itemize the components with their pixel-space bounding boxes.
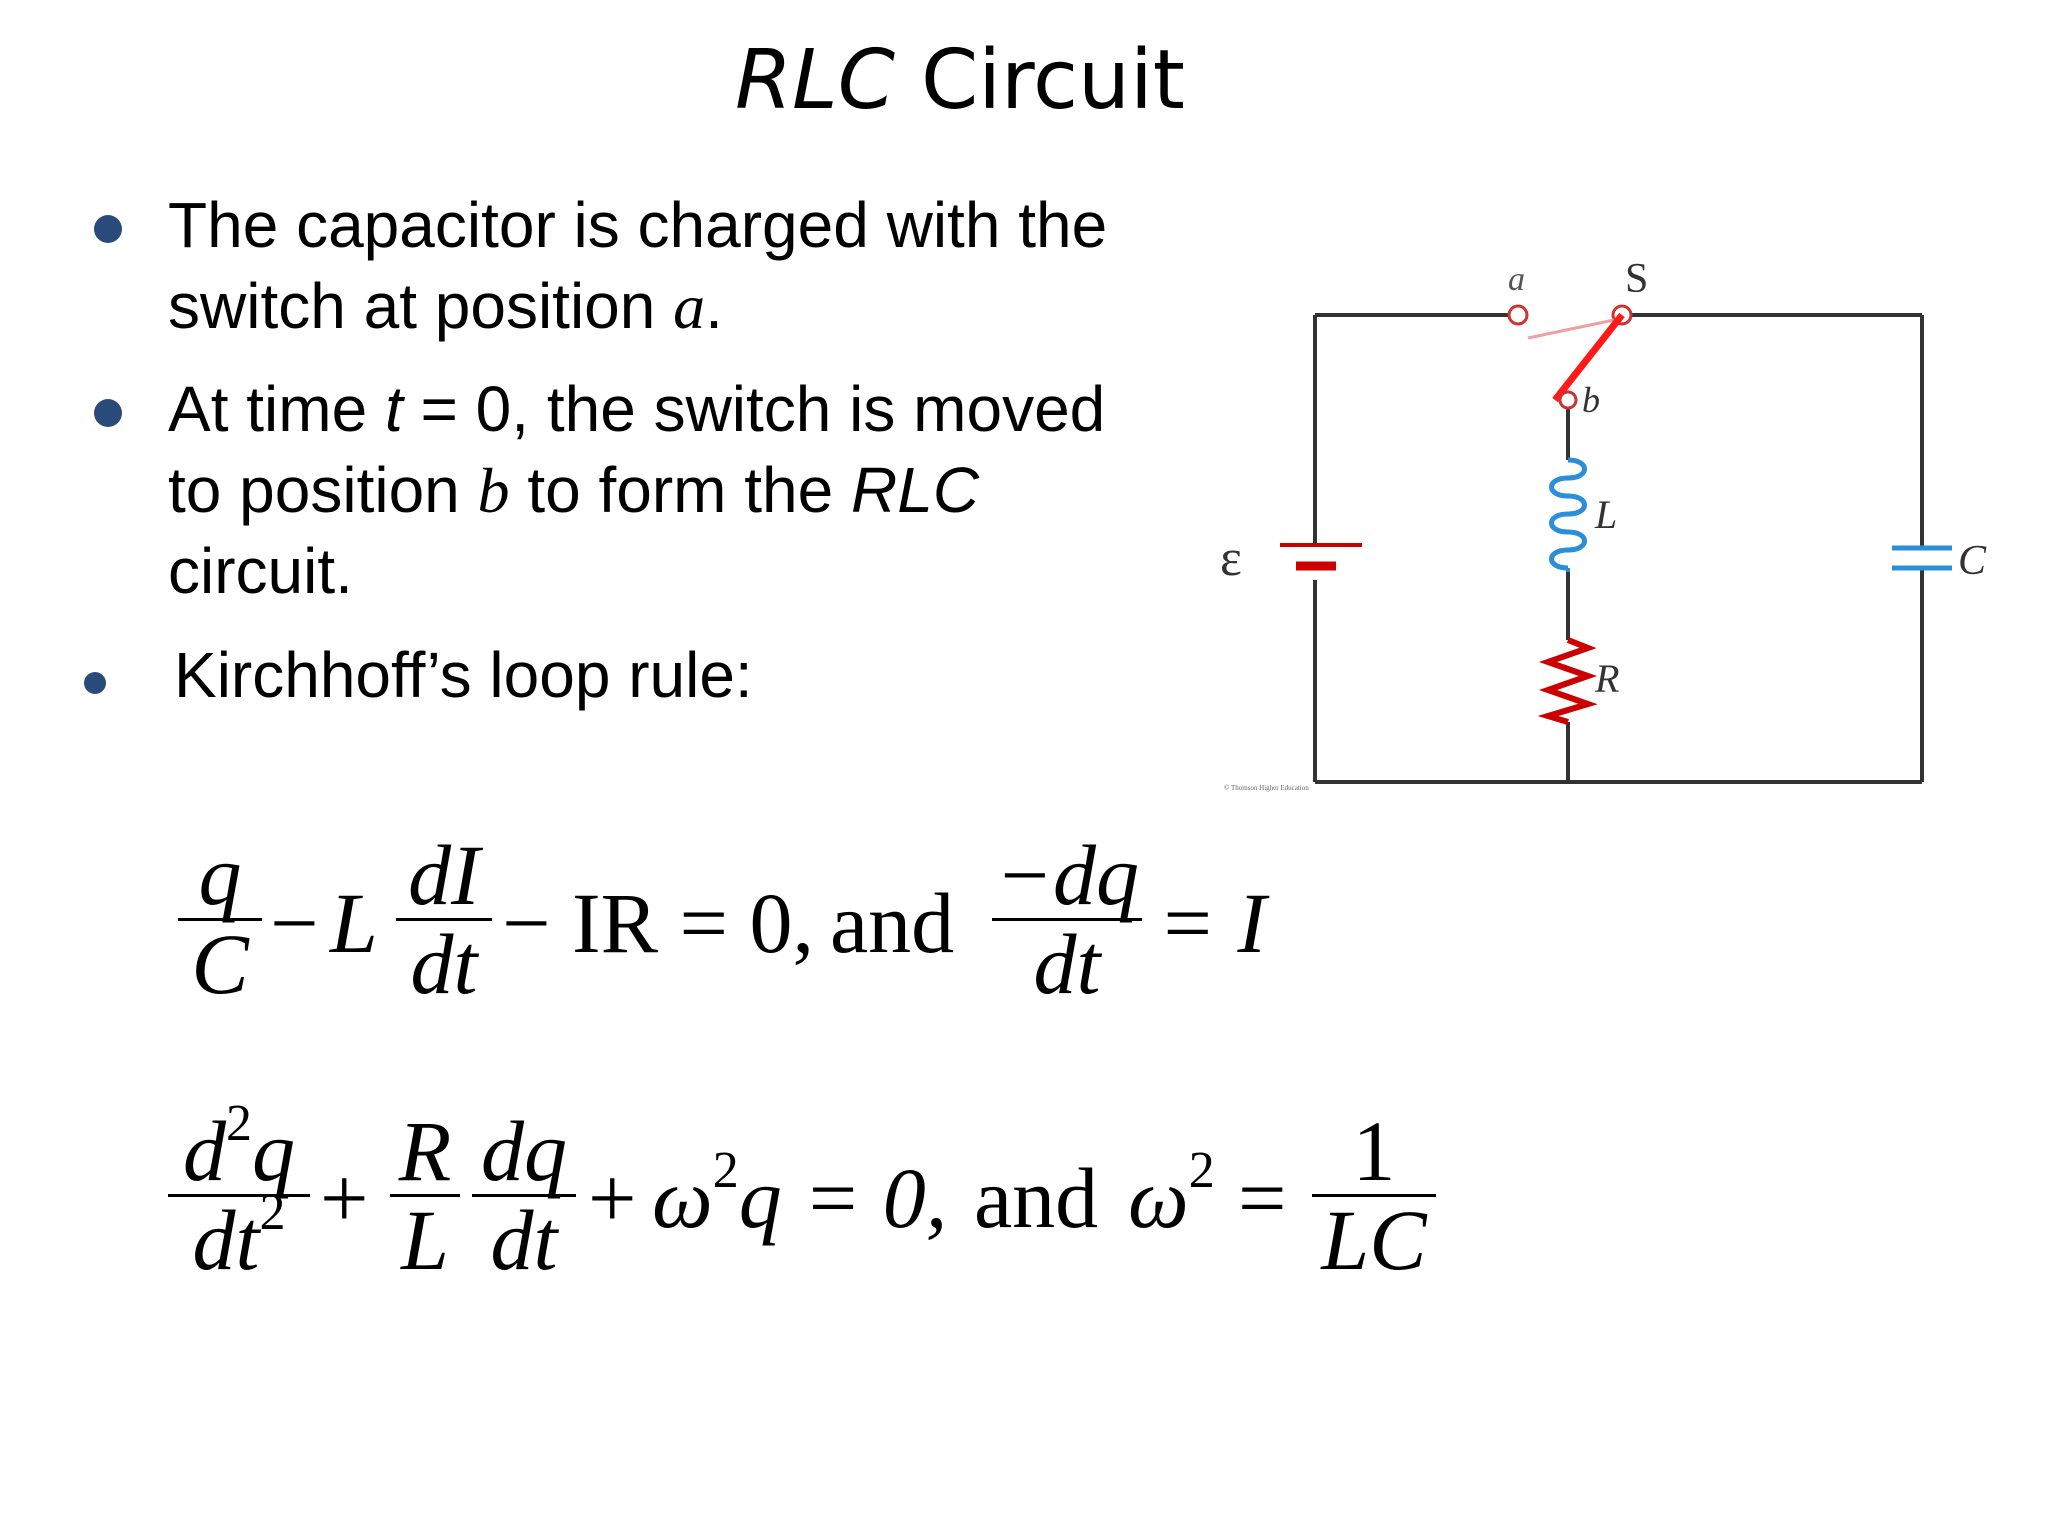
eq1-rest-text: − IR = 0, — [502, 875, 815, 971]
switch-label: S — [1625, 256, 1648, 302]
node-b-terminal — [1558, 390, 1578, 410]
node-a-label: a — [1508, 261, 1525, 298]
eq2-f1-num: d2q — [168, 1098, 310, 1195]
eq2-f1-den: dt2 — [168, 1187, 310, 1284]
eq2-f1-bar — [168, 1194, 310, 1197]
eq1-f2-num: dI — [408, 827, 480, 923]
inductor-label: L — [1594, 492, 1617, 537]
bullet-1-line-1: The capacitor is charged with the — [168, 185, 1107, 266]
eq2-omega-sup: 2 — [712, 1142, 739, 1199]
bullet-3-text: Kirchhoff’s loop rule: — [174, 639, 753, 711]
eq2-f1-num-d: d — [183, 1103, 226, 1199]
emf-label: ε — [1220, 530, 1242, 587]
bullet-2-text-post: = 0, the switch is moved — [402, 373, 1106, 445]
bullet-dot-1 — [94, 215, 122, 243]
eq2-f2-den: L — [401, 1192, 449, 1288]
eq2-frac-d2q-over-dt2: d2q dt2 — [168, 1098, 310, 1284]
eq2-frac-1-over-LC: 1 LC — [1312, 1108, 1436, 1283]
eq1-f3-bar — [992, 918, 1142, 921]
circuit-wires — [1313, 313, 1924, 784]
image-credit: © Thomson Higher Education — [1224, 784, 1309, 792]
node-b-label: b — [1582, 380, 1600, 420]
switch-ghost — [1527, 318, 1615, 340]
eq2-f1-num-sup: 2 — [226, 1095, 252, 1152]
rlc-circuit-diagram: a S b L R ε C © Thomson Higher Education — [1220, 256, 1987, 792]
eq2-frac-dq-over-dt: dq dt — [472, 1108, 576, 1283]
title-italic: RLC — [735, 33, 895, 128]
bullet-dot-3 — [84, 672, 106, 694]
bullet-list: The capacitor is charged with the switch… — [84, 185, 1107, 716]
eq2-plus-2: + — [588, 1150, 637, 1246]
eq2-f3-den: dt — [490, 1192, 558, 1288]
eq1-rest: − IR = 0, — [502, 880, 814, 966]
bullet-1-line-2: switch at position a. — [168, 266, 723, 347]
eq2-f4-den: LC — [1321, 1192, 1427, 1288]
eq1-f3-den: dt — [1033, 916, 1101, 1012]
eq2-f1-num-q: q — [252, 1103, 295, 1199]
var-b: b — [477, 455, 510, 526]
eq2-f2-num: R — [398, 1103, 452, 1199]
eq2-omega2: ω — [1128, 1150, 1189, 1246]
eq1-frac-dI-over-dt: dI dt — [396, 832, 492, 1007]
bullet-2-line-3: circuit. — [168, 531, 353, 612]
switch-blade — [1552, 312, 1625, 403]
eq1-f1-den: C — [191, 916, 249, 1012]
eq2-and: and — [974, 1150, 1099, 1246]
eq1-f2-bar — [396, 918, 492, 921]
eq1-frac-minus-dq-over-dt: −dq dt — [992, 832, 1142, 1007]
rlc-italic: RLC — [851, 454, 980, 526]
eq1-tail: = I — [1158, 875, 1267, 971]
eq2-f4-bar — [1312, 1194, 1436, 1197]
bullet-2-text-pre: At time — [168, 373, 385, 445]
eq2-omega2-sup: 2 — [1188, 1142, 1215, 1199]
eq2-f1-den-sup: 2 — [259, 1184, 286, 1241]
eq1-frac-q-over-C: q C — [178, 832, 262, 1007]
var-a: a — [673, 271, 706, 342]
eq1-f3-num: −dq — [994, 827, 1140, 923]
eq1-minus: − — [270, 875, 319, 971]
eq2-f2-bar — [390, 1194, 460, 1197]
eq2-f1-den-dt: dt — [192, 1192, 260, 1288]
bullet-1-text-post: . — [705, 270, 723, 342]
eq2-q-eq-0: q = 0, — [738, 1150, 948, 1246]
eq2-equals: = — [1238, 1150, 1287, 1246]
resistor-zigzag — [1537, 637, 1598, 725]
bullet-1-text-pre: switch at position — [168, 270, 674, 342]
var-t: t — [384, 373, 403, 445]
eq2-omega: ω — [652, 1150, 713, 1246]
bullet-2-line2-mid: to form the — [509, 454, 851, 526]
capacitor-label: C — [1958, 538, 1987, 584]
bullet-3: Kirchhoff’s loop rule: — [174, 635, 753, 716]
bullet-2-line-2: to position b to form the RLC — [168, 450, 979, 531]
slide-title: RLC Circuit — [0, 40, 1920, 122]
title-rest: Circuit — [894, 33, 1185, 128]
eq1-f1-num: q — [198, 827, 242, 923]
eq1-f2-den: dt — [410, 916, 478, 1012]
eq2-omega2-term: ω2 — [1128, 1145, 1215, 1242]
eq2-frac-R-over-L: R L — [390, 1108, 460, 1283]
eq1-f1-bar — [178, 918, 262, 921]
bullet-dot-2 — [94, 399, 122, 427]
bullet-2-line2-pre: to position — [168, 454, 478, 526]
eq1-and: and — [830, 875, 955, 971]
eq2-omega-term: ω2q = 0, — [652, 1145, 947, 1242]
bullet-2-line-1: At time t = 0, the switch is moved — [168, 369, 1105, 450]
eq1-L: L — [330, 875, 378, 971]
bullet-1-text: The capacitor is charged with the — [168, 189, 1108, 261]
eq2-plus-1: + — [320, 1150, 369, 1246]
eq2-f4-num: 1 — [1352, 1103, 1396, 1199]
node-a-terminal — [1507, 304, 1529, 326]
eq2-f3-num: dq — [481, 1103, 567, 1199]
inductor-coil — [1549, 457, 1587, 571]
resistor-label: R — [1594, 656, 1619, 701]
bullet-2-line3: circuit. — [168, 535, 353, 607]
eq2-f3-bar — [472, 1194, 576, 1197]
